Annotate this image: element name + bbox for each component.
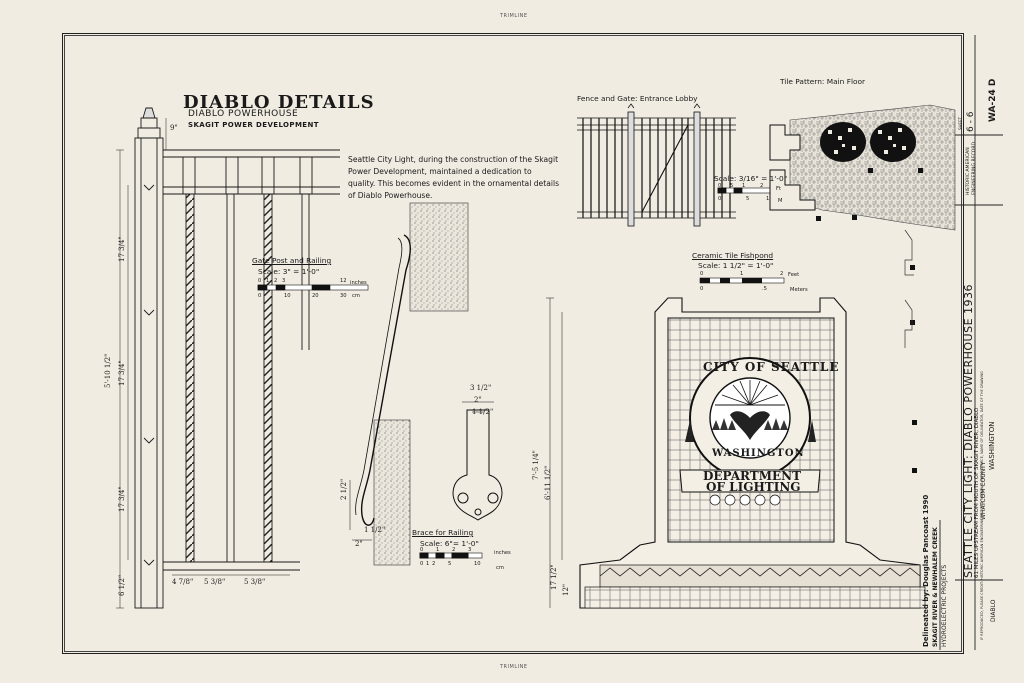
fence-m-5: 5 <box>746 196 750 202</box>
dim-rail-c: 5 3/8" <box>244 578 266 586</box>
fishpond-scale-0: 0 <box>700 271 704 277</box>
dim-pond-base-1: 17 1/2" <box>550 564 558 590</box>
dim-brace-width-3: 1 1/2" <box>472 408 494 416</box>
gate-post-cm-10: 10 <box>284 293 291 299</box>
emblem-dept-line2: OF LIGHTING <box>706 480 801 494</box>
dim-rail-b: 5 3/8" <box>204 578 226 586</box>
gate-post-scale-inches: inches <box>350 280 367 286</box>
brace-scale: Scale: 6"= 1'-0" <box>420 539 479 548</box>
brace-scale-1: 1 <box>436 547 440 553</box>
fence-scale-0: 0 <box>718 183 722 189</box>
dim-brace-bottom: 2" <box>355 540 363 548</box>
dim-pond-total: 7'-5 1/4" <box>532 450 540 480</box>
emblem-dept-line1: DEPARTMENT <box>703 469 802 483</box>
dim-brace-side-1: 2 1/2" <box>340 478 348 500</box>
title-block-lines <box>939 35 1003 650</box>
fence-scale-ft: Ft <box>776 186 782 192</box>
fence-scale-2: 2 <box>760 183 764 189</box>
emblem-state-text: WASHINGTON <box>712 448 805 459</box>
brace-scale-inches: inches <box>494 550 511 556</box>
brace-cm-5: 5 <box>448 561 452 567</box>
railing-wall-section <box>349 202 469 566</box>
gate-post-scale-12: 12 <box>340 278 347 284</box>
brace-scale-3: 3 <box>468 547 472 553</box>
outer-border <box>62 33 964 654</box>
fence-label: Fence and Gate: Entrance Lobby <box>577 94 698 103</box>
brace-cm-1: 1 <box>426 561 430 567</box>
tile-pattern-drawing <box>769 104 956 473</box>
title-block-short: DIABLO <box>990 599 997 622</box>
title-block-state: WASHINGTON <box>988 421 996 470</box>
gate-post-scale: Scale: 3" = 1'-0" <box>258 267 320 276</box>
fence-scale: Scale: 3/16" = 1'-0" <box>714 174 788 183</box>
tile-pattern-label: Tile Pattern: Main Floor <box>780 77 866 86</box>
fishpond-scale-2: 2 <box>780 271 784 277</box>
dim-brace-side-2: 1 1/2" <box>364 526 386 534</box>
brace-cm-10: 10 <box>474 561 481 567</box>
fishpond-m-0: 0 <box>700 286 704 292</box>
gate-post-drawing <box>116 107 340 609</box>
dim-post-mid: 17 3/4" <box>118 360 126 386</box>
dim-rail-a: 4 7/8" <box>172 578 194 586</box>
title-block-fine-print: IF REPRODUCED, PLEASE CREDIT: HISTORIC A… <box>980 371 984 640</box>
fishpond-label: Ceramic Tile Fishpond <box>692 251 774 260</box>
dim-brace-width-2: 2" <box>474 396 482 404</box>
gate-post-cm-unit: cm <box>352 293 360 299</box>
fishpond-drawing <box>546 277 926 609</box>
gate-post-cm-30: 30 <box>340 293 347 299</box>
fishpond-scale-1: 1 <box>740 271 744 277</box>
gate-post-scale-1: 1 <box>266 278 270 284</box>
brace-scale-0: 0 <box>420 547 424 553</box>
dim-post-upper: 17 3/4" <box>118 236 126 262</box>
gate-post-scale-3: 3 <box>282 278 286 284</box>
dim-post-top: 9" <box>170 124 178 132</box>
fence-m-0: 0 <box>718 196 722 202</box>
gate-post-scale-bar <box>257 284 369 291</box>
delineator-credit: Delineated by: Douglas Pancoast 1990 <box>922 494 930 647</box>
fence-m-unit: M <box>778 198 783 204</box>
fishpond-scale-feet: Feet <box>788 272 800 278</box>
title-block-survey: HISTORIC AMERICAN ENGINEERING RECORD <box>966 141 977 195</box>
dim-pond-base-2: 12" <box>562 583 570 596</box>
fence-gate-drawing <box>577 103 771 227</box>
dim-pond-inner: 6'-11 1/2" <box>544 465 552 500</box>
brace-scale-2: 2 <box>452 547 456 553</box>
description-text: Seattle City Light, during the construct… <box>348 155 560 200</box>
project-name: SKAGIT POWER DEVELOPMENT <box>188 121 319 129</box>
fishpond-m-half: .5 <box>762 286 767 292</box>
dim-post-total: 5'-10 1/2" <box>104 353 112 388</box>
trimline-top: TRIMLINE <box>500 13 528 19</box>
dim-brace-width: 3 1/2" <box>470 384 492 392</box>
drawing-subtitle: DIABLO POWERHOUSE <box>188 109 299 119</box>
gate-post-label: Gate Post and Railing <box>252 256 332 265</box>
fence-scale-5: 5 <box>730 183 734 189</box>
dim-post-lower: 17 3/4" <box>118 486 126 512</box>
brace-cm-0: 0 <box>420 561 424 567</box>
fishpond-m-unit: Meters <box>790 287 808 293</box>
brace-drawing <box>419 401 503 559</box>
brace-cm-2: 2 <box>432 561 436 567</box>
gate-post-cm-20: 20 <box>312 293 319 299</box>
drawing-title: DIABLO DETAILS <box>183 92 375 113</box>
fence-m-1: 1 <box>766 196 770 202</box>
title-block-sheet-number: 6 - 6 <box>966 111 976 132</box>
brace-label: Brace for Railing <box>412 528 474 537</box>
trimline-bottom: TRIMLINE <box>500 664 528 670</box>
gate-post-cm-0: 0 <box>258 293 262 299</box>
fence-scale-1: 1 <box>742 183 746 189</box>
fishpond-scale: Scale: 1 1/2" = 1'-0" <box>698 261 774 270</box>
gate-post-scale-2: 2 <box>274 278 278 284</box>
gate-post-scale-0: 0 <box>258 278 262 284</box>
emblem-city-text: CITY OF SEATTLE <box>703 360 840 374</box>
project-credit-2: HYDROELECTRIC PROJECTS <box>941 564 948 647</box>
dim-post-base: 6 1/2" <box>118 574 126 596</box>
inner-border <box>64 35 962 652</box>
project-credit-1: SKAGIT RIVER & NEWHALEM CREEK <box>932 527 939 647</box>
title-block-sheet-label: SHEET <box>958 116 963 130</box>
title-block-record-number: WA-24 D <box>988 78 998 122</box>
brace-cm-unit: cm <box>496 565 504 571</box>
